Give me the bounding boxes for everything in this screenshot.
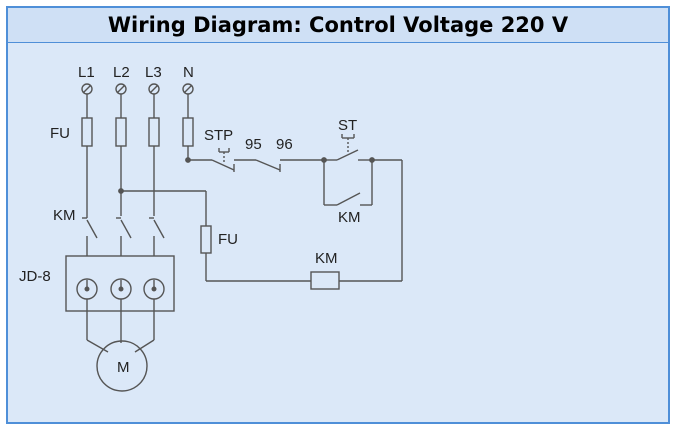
label-km-contactor: KM	[53, 207, 76, 224]
terminal-l3	[148, 83, 160, 95]
label-n: N	[183, 64, 194, 81]
label-jd8: JD-8	[19, 268, 51, 285]
fuse-n	[182, 117, 194, 147]
diagram-title: Wiring Diagram: Control Voltage 220 V	[107, 13, 569, 37]
km-coil	[310, 271, 340, 290]
diagram-frame: Wiring Diagram: Control Voltage 220 V	[6, 6, 670, 424]
label-l1: L1	[78, 64, 95, 81]
stop-button-stp	[211, 148, 235, 172]
label-st: ST	[338, 117, 357, 134]
km-holding-contact	[324, 192, 372, 206]
terminal-l1	[81, 83, 93, 95]
label-l2: L2	[113, 64, 130, 81]
motor	[96, 340, 148, 392]
title-bar: Wiring Diagram: Control Voltage 220 V	[8, 8, 668, 43]
label-fu-control: FU	[218, 231, 238, 248]
label-95: 95	[245, 136, 262, 153]
terminal-n	[182, 83, 194, 95]
fuse-l2	[115, 117, 127, 147]
start-button-st	[324, 134, 372, 161]
fuse-l1	[81, 117, 93, 147]
jd8-relay	[65, 255, 175, 312]
fuse-l3	[148, 117, 160, 147]
label-stp: STP	[204, 127, 233, 144]
label-l3: L3	[145, 64, 162, 81]
km-main-contacts	[82, 216, 165, 239]
label-96: 96	[276, 136, 293, 153]
label-fu-main: FU	[50, 125, 70, 142]
fuse-control	[200, 225, 212, 254]
label-motor: M	[117, 359, 130, 376]
label-km-coil: KM	[315, 250, 338, 267]
overload-contact-95-96	[255, 159, 281, 172]
label-km-hold: KM	[338, 209, 361, 226]
terminal-l2	[115, 83, 127, 95]
